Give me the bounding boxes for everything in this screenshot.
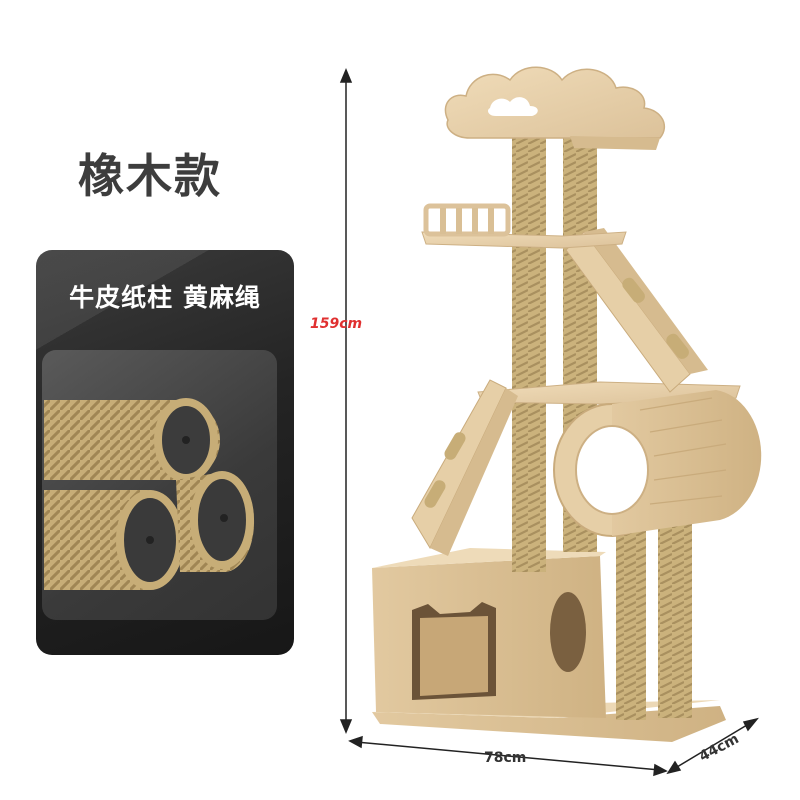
depth-dimension-line: [666, 717, 759, 775]
product-variant-title: 橡木款: [78, 149, 222, 203]
material-label: 牛皮纸柱 黄麻绳: [69, 283, 261, 312]
width-dimension-line: [348, 735, 668, 777]
height-dimension-line: [339, 68, 353, 734]
cat-tree-image: [372, 66, 762, 742]
height-dimension-label: 159cm: [310, 316, 363, 332]
rope-rolls-icon: [44, 398, 255, 590]
width-dimension-label: 78cm: [484, 750, 527, 766]
